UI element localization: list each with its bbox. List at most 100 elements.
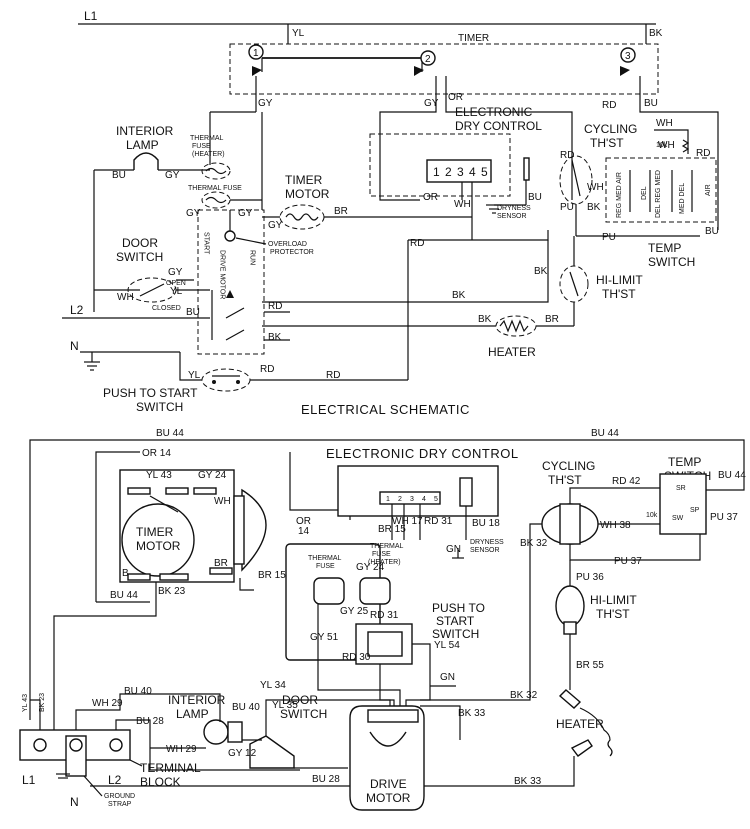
heater-symbol	[495, 315, 537, 337]
lower-l1-label: L1	[22, 773, 36, 787]
bu-right-wire	[639, 96, 719, 230]
gn2-tag: GN	[440, 672, 455, 683]
lower-pts-label-3: SWITCH	[432, 627, 479, 641]
yl43-lead	[30, 699, 41, 730]
ts-pos-4: MED DEL	[679, 183, 686, 214]
or14-loop	[95, 451, 140, 602]
l2-bu-tag: BU	[186, 307, 200, 318]
lower-edc-t4: 4	[422, 496, 426, 503]
lower-wiring-diagram: BU 44 BU 44 OR 14 TIMER MOTOR YL 43 GY 2…	[19, 428, 746, 811]
bu18-tag: BU 18	[472, 518, 500, 529]
rd-tag-mid: RD	[410, 238, 424, 249]
pts-dot-1	[212, 380, 216, 384]
bu44-tag-timer: BU 44	[110, 590, 138, 601]
lower-tf-label-2: FUSE	[316, 563, 335, 570]
edc-t3: 3	[457, 165, 464, 179]
timer-motor-label-2: MOTOR	[285, 187, 330, 201]
lower-door-label-2: SWITCH	[280, 707, 327, 721]
start-label: START	[203, 232, 210, 255]
terminal-block-label-1: TERMINAL	[140, 761, 201, 775]
lower-lamp-label-1: INTERIOR	[168, 693, 226, 707]
bk33-wire	[90, 756, 575, 787]
l1-bk-tag: BK	[649, 28, 663, 39]
push-to-start-label-2: SWITCH	[136, 400, 183, 414]
thermal-fuse-label: THERMAL FUSE	[188, 185, 242, 192]
yl43v-tag: YL 43	[22, 694, 29, 712]
ts-wh-tag: WH	[656, 118, 673, 129]
lower-pts-label-2: START	[436, 614, 475, 628]
door-closed-label: CLOSED	[152, 305, 181, 312]
hl-bk-tag: BK	[534, 266, 548, 277]
contact-3-label: 3	[625, 51, 631, 62]
lower-hl-label-1: HI-LIMIT	[590, 593, 637, 607]
lower-l2-label: L2	[108, 773, 122, 787]
bk33-motor-lead	[420, 705, 461, 740]
wh29b-tag: WH 29	[166, 744, 197, 755]
bu44-top-wire	[29, 439, 745, 720]
br55-tag: BR 55	[576, 660, 604, 671]
gy-tag-timer: GY	[258, 98, 273, 109]
bu44-tag-right: BU 44	[591, 428, 619, 439]
timer-knob	[241, 488, 267, 572]
lower-thermal-fuse-heater	[359, 577, 391, 605]
heater-coil	[579, 707, 613, 757]
gy12-tag: GY 12	[228, 748, 257, 759]
temp-switch-label-1: TEMP	[648, 241, 681, 255]
door-switch-blade	[139, 283, 165, 297]
interior-lamp-label-1: INTERIOR	[116, 124, 174, 138]
ground-strap-label-1: GROUND	[104, 793, 135, 800]
gy24b-tag: GY 24	[356, 562, 385, 573]
ts-bu-lead	[706, 466, 745, 491]
pts-dot-2	[236, 380, 240, 384]
bk-mid-tag: BK	[452, 290, 466, 301]
heater-terminal-top	[558, 689, 582, 709]
yl34-tag: YL 34	[260, 680, 286, 691]
timer-term-3	[193, 487, 217, 495]
edc-terminal-block	[426, 159, 492, 183]
thermal-fuse-heater-symbol	[201, 162, 231, 180]
cycling-contact	[571, 159, 581, 197]
gy24-tag: GY 24	[198, 470, 227, 481]
wh38-tag: WH 38	[600, 520, 631, 531]
pts-yl-wire	[179, 352, 202, 381]
bk32b-tag: BK 32	[510, 690, 538, 701]
hi-limit-contact	[569, 271, 579, 297]
cyc-rd-tag: RD	[560, 150, 574, 161]
edc-t4: 4	[469, 165, 476, 179]
gy-tag-timer-2: GY	[424, 98, 439, 109]
drive-motor-shaft	[369, 731, 407, 747]
lower-edc-body	[337, 465, 499, 517]
dm-rd-tag: RD	[268, 301, 282, 312]
bu40b-tag: BU 40	[232, 702, 260, 713]
bu40-tag: BU 40	[124, 686, 152, 697]
bu28-tag: BU 28	[136, 716, 164, 727]
lower-lamp-bulb	[203, 719, 229, 745]
lower-dm-label-1: DRIVE	[370, 777, 407, 791]
lower-or-tag: OR	[296, 516, 311, 527]
lower-tfh-label-2: FUSE	[372, 551, 391, 558]
or14-tag: OR 14	[142, 448, 171, 459]
lower-heater-label: HEATER	[556, 717, 604, 731]
tf-heater-1: THERMAL	[190, 135, 224, 142]
timer-br-tag: BR	[214, 558, 228, 569]
l1-label: L1	[84, 9, 98, 23]
lower-edc-t2: 2	[398, 496, 402, 503]
lower-timer-motor-label-2: MOTOR	[136, 539, 181, 553]
lower-edc-label: ELECTRONIC DRY CONTROL	[326, 446, 519, 461]
pu37-wire	[569, 510, 701, 561]
edc-bu-tag: BU	[528, 192, 542, 203]
timer-motor-label-1: TIMER	[285, 173, 323, 187]
timer-contact-1	[252, 66, 262, 76]
lower-pts-inner	[367, 631, 403, 657]
interior-lamp-label-2: LAMP	[126, 138, 159, 152]
rd-tag-top: RD	[602, 100, 616, 111]
ts-pos-2: DEL	[641, 186, 648, 200]
heater-terminal-bottom	[570, 739, 593, 757]
tm-br-tag: BR	[334, 206, 348, 217]
lower-hi-limit-base	[563, 621, 577, 635]
dryness-sensor-label-2: SENSOR	[497, 213, 527, 220]
lower-edc-t5: 5	[434, 496, 438, 503]
lower-edc-terminals	[379, 491, 441, 505]
edc-t2: 2	[445, 165, 452, 179]
